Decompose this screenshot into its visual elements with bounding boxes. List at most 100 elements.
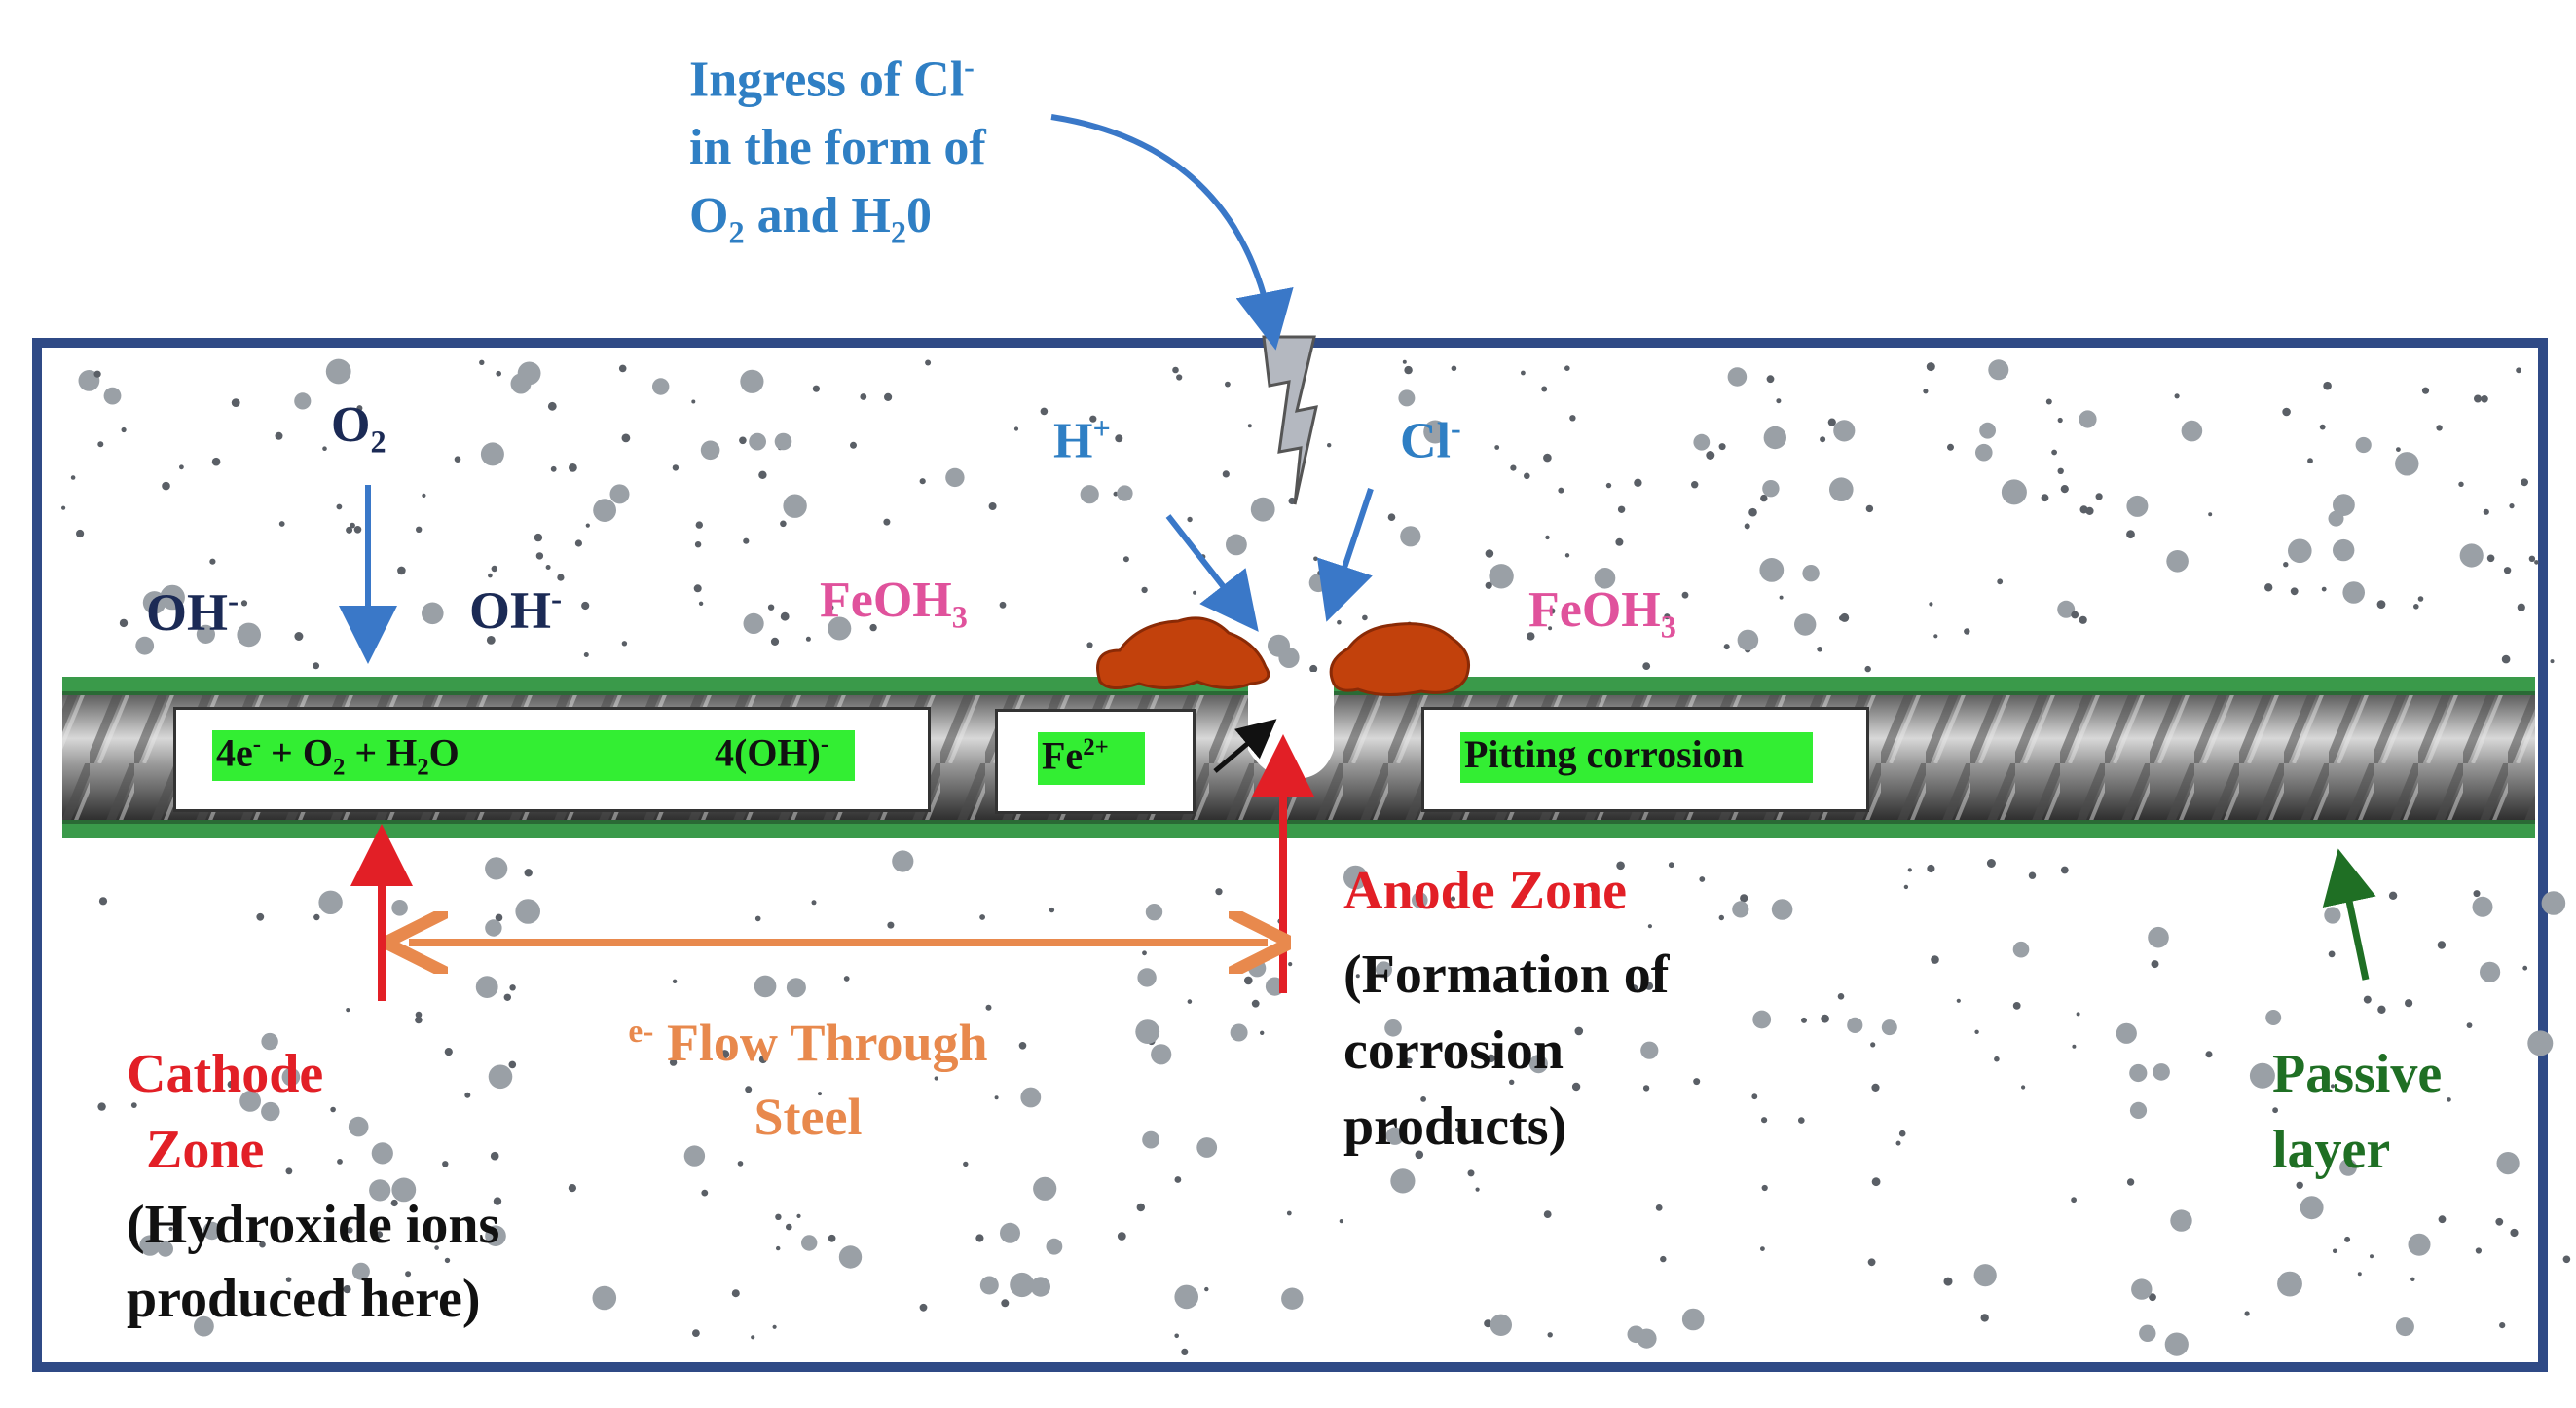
aggregate-dot: [76, 529, 85, 538]
aggregate-dot: [963, 1161, 969, 1167]
aggregate-dot: [239, 1091, 261, 1112]
aggregate-dot: [2148, 926, 2169, 948]
aggregate-dot: [348, 1116, 369, 1137]
aggregate-dot: [509, 984, 516, 991]
aggregate-dot: [2333, 1248, 2337, 1254]
aggregate-dot: [1355, 974, 1360, 979]
aggregate-dot: [1313, 556, 1318, 562]
aggregate-dot: [739, 436, 747, 445]
aggregate-dot: [621, 641, 628, 647]
aggregate-dot: [1113, 491, 1119, 497]
aggregate-dot: [695, 521, 703, 529]
aggregate-dot: [581, 601, 590, 611]
aggregate-dot: [1829, 477, 1854, 501]
aggregate-dot: [1979, 422, 1996, 439]
aggregate-dot: [2376, 600, 2386, 609]
aggregate-dot: [2458, 481, 2464, 487]
aggregate-dot: [1564, 553, 1570, 558]
aggregate-dot: [860, 393, 867, 400]
aggregate-dot: [1187, 516, 1193, 523]
aggregate-dot: [592, 1285, 617, 1311]
aggregate-dot: [1286, 1210, 1292, 1216]
aggregate-dot: [2057, 417, 2063, 424]
aggregate-dot: [391, 900, 408, 916]
aggregate-dot: [491, 565, 497, 573]
aggregate-dot: [1281, 1287, 1304, 1310]
cathode-zone-description: (Hydroxide ions produced here): [127, 1195, 500, 1329]
aggregate-dot: [231, 398, 240, 407]
aggregate-dot: [1864, 665, 1871, 673]
aggregate-dot: [1931, 955, 1939, 964]
aggregate-dot: [811, 900, 817, 906]
aggregate-dot: [157, 1241, 173, 1257]
aggregate-dot: [405, 1271, 412, 1278]
aggregate-dot: [1248, 959, 1267, 978]
aggregate-dot: [485, 919, 502, 937]
aggregate-dot: [2408, 1233, 2431, 1256]
aggregate-dot: [2517, 603, 2525, 611]
aggregate-dot: [160, 584, 185, 611]
aggregate-dot: [1204, 1286, 1209, 1292]
fe-ion-highlight: [1038, 732, 1145, 785]
aggregate-dot: [1718, 443, 1726, 451]
aggregate-dot: [1655, 1204, 1663, 1211]
aggregate-dot: [2483, 508, 2489, 515]
aggregate-dot: [583, 652, 589, 657]
rust-right: [1329, 622, 1470, 697]
oh-right-label: OH-: [469, 581, 563, 640]
aggregate-dot: [1193, 590, 1197, 595]
aggregate-dot: [1475, 1187, 1480, 1192]
aggregate-dot: [1174, 1333, 1179, 1339]
passive-layer-label: Passive layer: [2272, 1044, 2443, 1180]
aggregate-dot: [818, 1092, 822, 1096]
aggregate-dot: [2495, 1217, 2504, 1226]
aggregate-dot: [783, 494, 807, 518]
aggregate-dot: [1794, 613, 1817, 636]
aggregate-dot: [1766, 375, 1775, 384]
aggregate-dot: [1404, 365, 1413, 375]
equation-highlight: [212, 730, 855, 781]
aggregate-dot: [1406, 1057, 1413, 1064]
aggregate-dot: [422, 602, 444, 625]
aggregate-dot: [1176, 374, 1183, 381]
aggregate-dot: [488, 1064, 513, 1090]
aggregate-dot: [1339, 1219, 1343, 1224]
aggregate-dot: [1761, 1184, 1768, 1192]
aggregate-dot: [490, 1151, 499, 1161]
aggregate-dot: [1524, 472, 1530, 480]
aggregate-dot: [1387, 513, 1396, 521]
aggregate-dot: [510, 373, 532, 394]
aggregate-dot: [1226, 534, 1247, 556]
aggregate-dot: [2164, 1332, 2189, 1356]
aggregate-dot: [313, 662, 320, 670]
aggregate-dot: [211, 457, 221, 466]
aggregate-dot: [1398, 389, 1416, 407]
aggregate-dot: [2509, 503, 2515, 509]
aggregate-dot: [2307, 458, 2313, 464]
aggregate-dot: [2060, 866, 2069, 874]
aggregate-dot: [1737, 629, 1759, 651]
ingress-label: Ingress of Cl- in the form of O2 and H20: [689, 50, 986, 250]
aggregate-dot: [2181, 420, 2203, 442]
aggregate-dot: [2300, 1196, 2324, 1220]
aggregate-dot: [1668, 862, 1674, 869]
aggregate-dot: [2057, 467, 2064, 474]
aggregate-dot: [1137, 968, 1157, 987]
aggregate-dot: [1376, 961, 1392, 979]
aggregate-dot: [2051, 449, 2058, 456]
aggregate-dot: [1964, 628, 1970, 635]
aggregate-dot: [2041, 494, 2049, 502]
aggregate-dot: [2405, 999, 2413, 1008]
aggregate-dot: [919, 478, 926, 485]
aggregate-dot: [524, 869, 533, 877]
rust-left: [1096, 616, 1270, 689]
aggregate-dot: [2205, 1051, 2213, 1058]
aggregate-dot: [2129, 1063, 2148, 1083]
aggregate-dot: [1521, 370, 1526, 376]
aggregate-dot: [1840, 612, 1850, 622]
aggregate-dot: [1268, 634, 1290, 657]
aggregate-dot: [1174, 1176, 1182, 1183]
aggregate-dot: [2496, 1152, 2520, 1175]
aggregate-dot: [391, 1177, 417, 1203]
fe-ion-label: Fe2+: [1042, 733, 1109, 778]
